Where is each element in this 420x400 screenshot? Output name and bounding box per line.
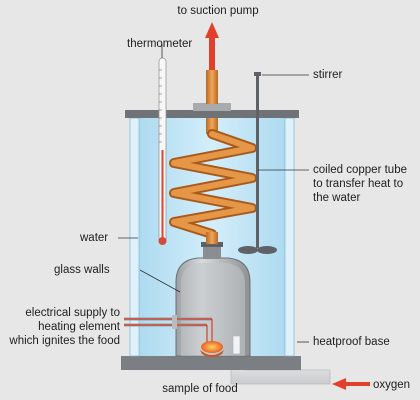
copper-tube: [169, 70, 257, 244]
label-oxygen: oxygen: [373, 379, 411, 391]
label-water: water: [80, 232, 109, 244]
label-stirrer: stirrer: [313, 69, 343, 81]
thermometer-icon: [158, 57, 167, 245]
oxygen-arrow: [332, 378, 370, 390]
label-heatproof-base: heatproof base: [313, 336, 390, 348]
label-thermometer: thermometer: [127, 38, 193, 50]
suction-arrow: [205, 22, 219, 70]
container-lid: [125, 110, 299, 118]
stirrer-icon: [238, 72, 277, 254]
glass-wall-right: [284, 117, 295, 357]
label-electrical-supply: electrical supply to heating element whi…: [9, 307, 120, 347]
leader-lines: [118, 44, 309, 343]
food-sample: [200, 335, 241, 357]
combustion-chamber: [175, 242, 251, 357]
heatproof-base: [121, 356, 301, 370]
label-suction: to suction pump: [177, 5, 259, 17]
label-coil: coiled copper tube to transfer heat to t…: [313, 164, 407, 204]
label-sample-of-food: sample of food: [162, 383, 238, 395]
electrical-wires: [124, 315, 213, 344]
label-glass-walls: glass walls: [54, 264, 110, 276]
lid-stopper: [193, 103, 231, 111]
